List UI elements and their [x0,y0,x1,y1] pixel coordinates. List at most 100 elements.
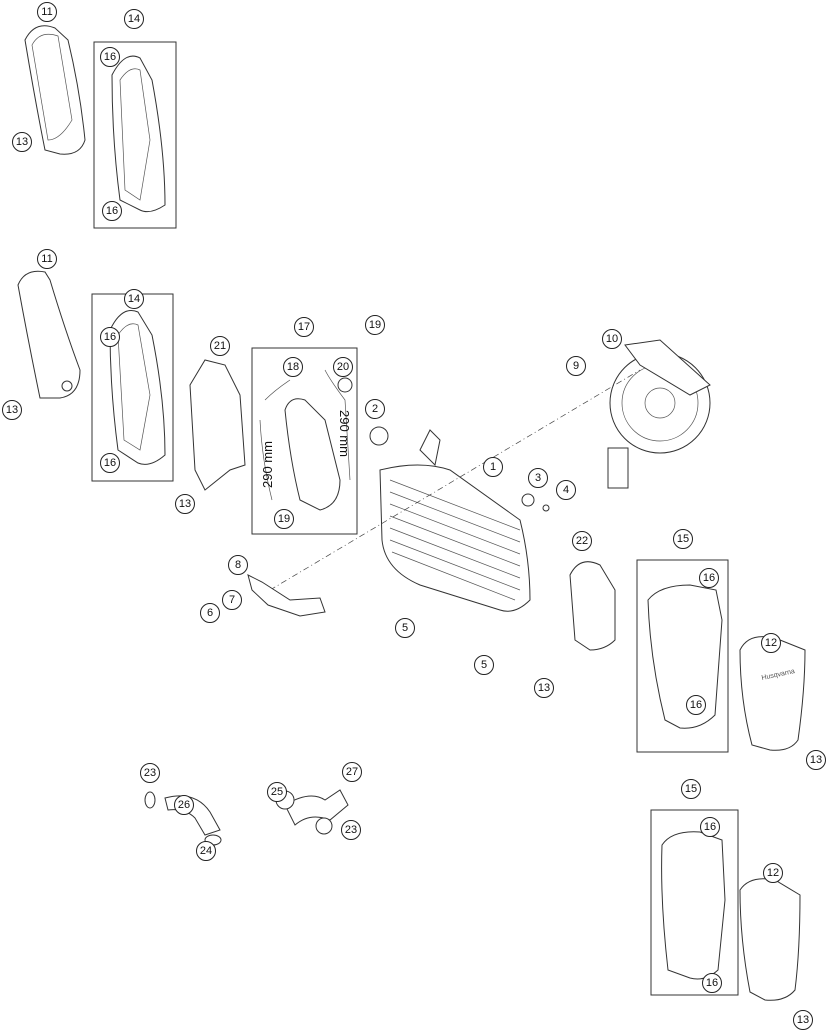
callout-1: 1 [483,457,503,477]
callout-label: 15 [685,783,697,795]
callout-label: 16 [690,699,702,711]
callout-24: 24 [196,841,216,861]
callout-circle [700,817,720,837]
callout-circle [566,356,586,376]
callout-circle [365,315,385,335]
frame-15-lower [661,831,726,980]
callout-label: 16 [703,572,715,584]
bracket-8 [247,574,326,617]
callout-circle [228,555,248,575]
callout-15: 15 [681,779,701,799]
callout-13: 13 [2,400,22,420]
callout-circle [673,529,693,549]
callout-circle [100,327,120,347]
callout-label: 23 [144,767,156,779]
callout-label: 8 [235,559,241,571]
callout-label: 27 [346,766,358,778]
dimension-label: 290 mm [260,441,275,488]
callout-label: 21 [214,340,226,352]
callout-14: 14 [124,9,144,29]
callout-6: 6 [200,603,220,623]
frame-14-top [111,55,166,213]
callout-13: 13 [175,494,195,514]
callout-9: 9 [566,356,586,376]
callout-circle [294,317,314,337]
callout-label: 13 [16,136,28,148]
callout-circle [333,357,353,377]
group-box-15-lower [650,809,739,996]
callout-label: 13 [797,1014,809,1026]
callout-label: 20 [337,361,349,373]
callout-circle [763,863,783,883]
group-box-15-upper [636,559,729,753]
callout-20: 20 [333,357,353,377]
callout-circle [100,47,120,67]
frame-15-upper [647,584,723,729]
callout-circle [283,357,303,377]
callout-12: 12 [763,863,783,883]
callout-17: 17 [294,317,314,337]
callout-label: 14 [128,293,140,305]
radiator-1 [379,464,531,612]
hose-27 [284,789,349,826]
callout-19: 19 [274,509,294,529]
callout-label: 16 [706,977,718,989]
callout-label: 5 [402,622,408,634]
callout-25: 25 [267,782,287,802]
callout-circle [793,1010,813,1030]
callout-16: 16 [102,201,122,221]
callout-label: 15 [677,533,689,545]
callout-label: 13 [179,498,191,510]
callout-16: 16 [100,327,120,347]
callout-label: 13 [538,682,550,694]
side-cover-11-middle [17,270,81,399]
callout-16: 16 [702,973,722,993]
callout-label: 12 [767,867,779,879]
callout-circle [124,289,144,309]
callout-label: 13 [6,404,18,416]
callout-22: 22 [572,531,592,551]
radiator-cap-2 [369,426,389,446]
callout-circle [210,336,230,356]
callout-label: 16 [104,331,116,343]
callout-circle [395,618,415,638]
callout-circle [806,750,826,770]
side-cover-12-lower [739,878,801,1001]
callout-16: 16 [100,47,120,67]
callout-13: 13 [793,1010,813,1030]
callout-circle [175,494,195,514]
callout-23: 23 [140,763,160,783]
callout-11: 11 [37,2,57,22]
callout-label: 24 [200,845,212,857]
callout-4: 4 [556,480,576,500]
callout-label: 16 [104,457,116,469]
callout-label: 5 [481,659,487,671]
callout-circle [534,678,554,698]
callout-label: 17 [298,321,310,333]
callout-11: 11 [37,249,57,269]
callout-circle [2,400,22,420]
callout-circle [474,655,494,675]
callout-label: 22 [576,535,588,547]
callout-16: 16 [699,568,719,588]
side-cover-12-upper [739,636,806,751]
callout-13: 13 [12,132,32,152]
callout-circle [12,132,32,152]
callout-label: 16 [106,205,118,217]
expansion-tank-17 [284,398,341,511]
callout-label: 26 [178,799,190,811]
callout-circle [483,457,503,477]
callout-label: 9 [573,360,579,372]
callout-label: 4 [563,484,569,496]
callout-label: 1 [490,461,496,473]
callout-circle [124,9,144,29]
callout-14: 14 [124,289,144,309]
callout-label: 18 [287,361,299,373]
callout-circle [761,633,781,653]
dimension-label: 290 mm [337,410,352,457]
cover-22 [569,561,616,651]
callout-19: 19 [365,315,385,335]
callout-16: 16 [700,817,720,837]
callout-circle [365,399,385,419]
